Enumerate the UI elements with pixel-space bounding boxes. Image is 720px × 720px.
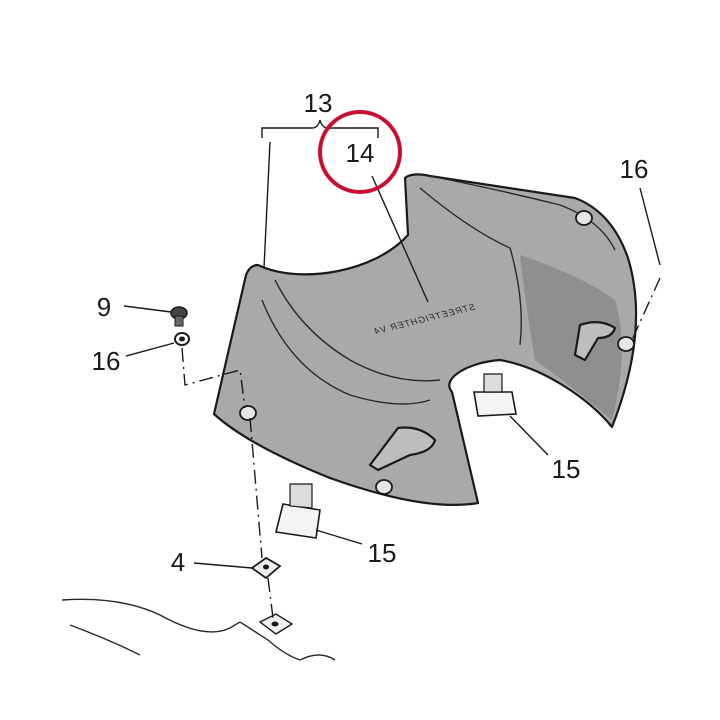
callout-labels: 13 14 9 16 16 15 15 4 <box>92 88 649 577</box>
fairing-panel-ridge-right <box>429 175 616 251</box>
callout-16-right: 16 <box>620 154 649 184</box>
vent-cutout-lower <box>368 426 437 472</box>
adhesive-pad-right-top <box>483 373 503 393</box>
callout-14: 14 <box>346 138 375 168</box>
fairing-panel-fold-shade <box>520 255 622 420</box>
mounting-hole-right <box>617 336 635 352</box>
frame-line-2 <box>69 624 141 656</box>
callout-4: 4 <box>171 547 185 577</box>
callout-15-right: 15 <box>552 454 581 484</box>
frame-line-1 <box>61 598 241 633</box>
assembly-line-frame <box>267 577 274 619</box>
clip-nut <box>250 556 282 580</box>
callout-15-center: 15 <box>368 538 397 568</box>
adhesive-pads <box>275 373 517 539</box>
adhesive-pad-center-top <box>289 483 313 509</box>
mounting-hole-bottom <box>375 479 393 495</box>
frame-boss-hole <box>271 621 279 627</box>
fairing-panel-ridge-left <box>274 279 441 382</box>
leader-9 <box>123 305 172 313</box>
bracket-13-drop <box>263 141 271 269</box>
assembly-line-down <box>249 417 263 559</box>
washer-left-hole <box>179 336 185 342</box>
clip-nut-hole <box>263 564 269 570</box>
leader-14 <box>371 175 429 303</box>
mounting-hole-top <box>575 210 593 226</box>
callout-16-left: 16 <box>92 346 121 376</box>
callout-13: 13 <box>304 88 333 118</box>
assembly-line-right <box>631 277 661 341</box>
bracket-13 <box>261 119 379 138</box>
vent-cutout-right <box>573 321 617 362</box>
screw-shank <box>174 315 184 327</box>
leader-16-left <box>125 342 175 357</box>
vent-cutouts <box>368 321 617 472</box>
lower-frame-sketch <box>61 598 336 661</box>
callout-9: 9 <box>97 292 111 322</box>
fairing-panel-ridge-top <box>419 187 522 346</box>
frame-line-4 <box>299 654 336 661</box>
leader-15-right <box>509 415 549 456</box>
mounting-holes <box>239 210 635 495</box>
adhesive-pad-center <box>275 503 321 539</box>
highlight-circle-14 <box>318 110 402 194</box>
assembly-line-left <box>181 347 246 409</box>
leader-lines <box>123 175 661 569</box>
leader-16-right <box>639 187 661 266</box>
fairing-panel-body <box>212 173 638 506</box>
screw-assembly-left <box>170 306 190 346</box>
fairing-panel: STREETFIGHTER V4 <box>212 173 638 506</box>
frame-line-3 <box>239 621 301 661</box>
leader-4 <box>193 562 253 569</box>
fairing-panel-ridge-lower <box>261 299 431 405</box>
adhesive-pad-right <box>473 391 517 417</box>
leader-15-center <box>315 529 363 545</box>
mounting-hole-left <box>239 405 257 421</box>
assembly-lines <box>181 277 661 619</box>
